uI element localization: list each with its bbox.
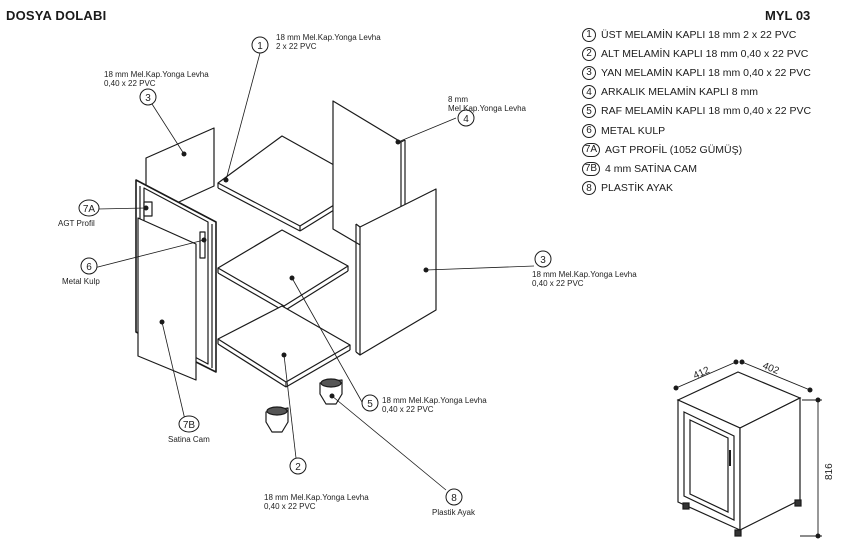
legend-number: 7A <box>582 142 600 157</box>
callout-bubble <box>78 199 100 217</box>
callout-bubble <box>534 250 552 268</box>
legend-item: 5 RAF MELAMİN KAPLI 18 mm 0,40 x 22 PVC <box>582 102 811 121</box>
middle-shelf <box>217 229 349 307</box>
annotation-part-7a: AGT Profil <box>58 219 95 228</box>
callout-bubble <box>289 457 307 475</box>
annotation-part-6: Metal Kulp <box>62 277 100 286</box>
legend-text: METAL KULP <box>601 124 666 137</box>
annotation-part-4: 8 mm Mel.Kap.Yonga Levha <box>448 95 526 113</box>
annotation-part-7b: Satina Cam <box>168 435 210 444</box>
legend-text: 4 mm SATİNA CAM <box>605 162 697 175</box>
dimension-lines <box>673 359 822 539</box>
legend-text: RAF MELAMİN KAPLI 18 mm 0,40 x 22 PVC <box>601 105 812 118</box>
callout-bubble <box>251 36 269 54</box>
legend-text: ARKALIK MELAMİN KAPLI 8 mm <box>601 86 758 99</box>
annotation-part-2: 18 mm Mel.Kap.Yonga Levha 0,40 x 22 PVC <box>264 493 369 511</box>
annotation-part-8: Plastik Ayak <box>432 508 475 517</box>
legend-number: 8 <box>582 181 596 196</box>
legend-item: 1 ÜST MELAMİN KAPLI 18 mm 2 x 22 PVC <box>582 25 811 44</box>
metal-handle <box>199 231 206 259</box>
callout-number: 7B <box>183 420 196 431</box>
callout-number: 7A <box>83 204 96 215</box>
legend-number: 4 <box>582 85 596 100</box>
callout-number: 3 <box>145 93 151 104</box>
callout-number: 6 <box>86 262 92 273</box>
callout-bubble <box>445 488 463 506</box>
legend-number: 6 <box>582 123 596 138</box>
plastic-foot <box>265 406 289 433</box>
callout-bubble <box>139 88 157 106</box>
callout-number: 8 <box>451 493 457 504</box>
legend-text: ALT MELAMİN KAPLI 18 mm 0,40 x 22 PVC <box>601 47 809 60</box>
dimension-height: 816 <box>824 463 835 480</box>
legend-item: 4 ARKALIK MELAMİN KAPLI 8 mm <box>582 83 811 102</box>
annotation-part-5: 18 mm Mel.Kap.Yonga Levha 0,40 x 22 PVC <box>382 396 487 414</box>
model-code: MYL 03 <box>765 8 811 23</box>
legend-number: 3 <box>582 65 596 80</box>
legend-item: 8 PLASTİK AYAK <box>582 179 811 198</box>
legend-text: AGT PROFİL (1052 GÜMÜŞ) <box>605 143 743 156</box>
legend-item: 6 METAL KULP <box>582 121 811 140</box>
page-title: DOSYA DOLABI <box>6 8 107 23</box>
callout-number: 5 <box>367 399 373 410</box>
plastic-foot <box>319 378 343 405</box>
right-side-panel <box>359 188 437 356</box>
leader-lines <box>93 52 535 491</box>
annotation-part-1: 18 mm Mel.Kap.Yonga Levha 2 x 22 PVC <box>276 33 381 51</box>
dimension-width: 412 <box>692 365 712 382</box>
legend-item: 2 ALT MELAMİN KAPLI 18 mm 0,40 x 22 PVC <box>582 44 811 63</box>
annotation-part-3-right: 18 mm Mel.Kap.Yonga Levha 0,40 x 22 PVC <box>532 270 637 288</box>
legend-text: PLASTİK AYAK <box>601 182 673 195</box>
callout-number: 4 <box>463 114 469 125</box>
annotation-part-3-left: 18 mm Mel.Kap.Yonga Levha 0,40 x 22 PVC <box>104 70 209 88</box>
legend-number: 7B <box>582 161 600 176</box>
parts-legend: 1 ÜST MELAMİN KAPLI 18 mm 2 x 22 PVC 2 ALT… <box>582 25 811 198</box>
assembled-cabinet-view <box>676 371 802 537</box>
callout-bubble <box>361 394 379 412</box>
dimension-depth: 402 <box>761 361 781 378</box>
callout-number: 2 <box>295 462 301 473</box>
legend-item: 3 YAN MELAMİN KAPLI 18 mm 0,40 x 22 PVC <box>582 63 811 82</box>
legend-number: 2 <box>582 46 596 61</box>
legend-item: 7A AGT PROFİL (1052 GÜMÜŞ) <box>582 140 811 159</box>
callout-bubble <box>80 257 98 275</box>
callout-bubble <box>178 415 200 433</box>
callout-bubble <box>457 109 475 127</box>
door-glass <box>137 217 197 381</box>
callout-number: 1 <box>257 41 263 52</box>
legend-text: ÜST MELAMİN KAPLI 18 mm 2 x 22 PVC <box>601 28 797 41</box>
legend-item: 7B 4 mm SATİNA CAM <box>582 159 811 178</box>
legend-text: YAN MELAMİN KAPLI 18 mm 0,40 x 22 PVC <box>601 66 811 79</box>
bottom-panel <box>217 305 351 383</box>
callout-number: 3 <box>540 255 546 266</box>
legend-number: 5 <box>582 104 596 119</box>
legend-number: 1 <box>582 27 596 42</box>
